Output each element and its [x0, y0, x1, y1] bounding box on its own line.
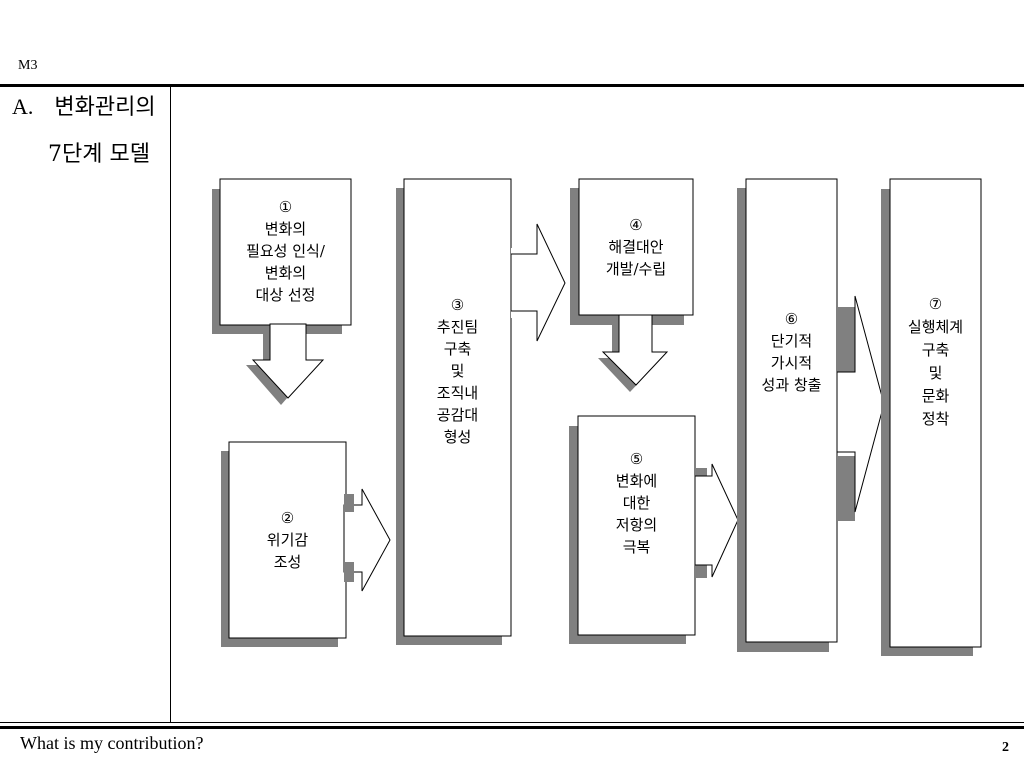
step-4-label: ④ 해결대안 개발/수립 [579, 214, 693, 280]
slide-title-line1: A. 변화관리의 [12, 89, 156, 121]
page-number: 2 [1002, 740, 1009, 755]
step-3-line: 구축 [443, 340, 472, 358]
step-5-line: 대한 [622, 494, 651, 512]
step-1-number: ① [278, 198, 293, 216]
step-3-line: 조직내 [436, 384, 479, 402]
step-1-line: 변화의 [264, 220, 307, 238]
down-arrow-1-to-2 [246, 323, 325, 405]
step-7-line: 및 [928, 364, 943, 382]
step-2-line: 위기감 [266, 531, 309, 549]
step-5-number: ⑤ [629, 450, 644, 468]
step-7-number: ⑦ [928, 295, 943, 313]
down-arrow-4-to-5 [598, 314, 669, 392]
step-1-box [212, 178, 352, 334]
slide-title-line2: 7단계 모델 [48, 142, 150, 167]
step-2-box [221, 441, 347, 647]
step-3-line: 추진팀 [436, 318, 479, 336]
step-3-line: 공감대 [436, 406, 479, 424]
step-4-line: 개발/수립 [605, 260, 667, 278]
left-column-divider [170, 84, 171, 722]
right-arrow-6-to-7 [836, 295, 885, 521]
step-7-label: ⑦ 실행체계 구축 및 문화 정착 [887, 293, 984, 431]
step-7-line: 실행체계 [907, 318, 964, 336]
top-divider [0, 84, 1024, 87]
step-3-line: 형성 [443, 428, 472, 446]
slide-code: M3 [18, 58, 38, 73]
step-2-number: ② [280, 509, 295, 527]
step-3-box [396, 178, 512, 645]
step-1-line: 필요성 인식/ [246, 242, 325, 260]
step-6-number: ⑥ [784, 310, 799, 328]
step-7-line: 정착 [921, 410, 950, 428]
footer-question: What is my contribution? [20, 733, 204, 753]
step-6-label: ⑥ 단기적 가시적 성과 창출 [746, 308, 837, 396]
step-5-label: ⑤ 변화에 대한 저항의 극복 [578, 448, 695, 558]
title-text-1: 변화관리의 [54, 95, 156, 120]
right-arrow-3-to-4 [510, 223, 566, 342]
step-6-box [737, 178, 838, 652]
step-1-line: 변화의 [264, 264, 307, 282]
step-6-line: 가시적 [770, 354, 813, 372]
step-4-number: ④ [629, 216, 643, 234]
step-3-number: ③ [450, 296, 465, 314]
step-5-line: 변화에 [615, 472, 658, 490]
step-5-box [569, 415, 696, 644]
step-6-line: 성과 창출 [761, 376, 822, 394]
step-4-box [570, 178, 694, 325]
step-1-line: 대상 선정 [255, 286, 316, 304]
step-7-line: 문화 [921, 387, 950, 405]
step-2-label: ② 위기감 조성 [229, 507, 346, 573]
step-1-label: ① 변화의 필요성 인식/ 변화의 대상 선정 [220, 196, 351, 306]
step-2-line: 조성 [273, 553, 302, 571]
step-7-box [881, 178, 982, 656]
step-3-line: 및 [450, 362, 465, 380]
step-4-line: 해결대안 [608, 238, 664, 256]
step-5-line: 극복 [622, 538, 651, 556]
bottom-divider-thick [0, 726, 1024, 729]
step-7-line: 구축 [921, 341, 950, 359]
right-arrow-5-to-6 [694, 463, 739, 578]
right-arrow-2-to-3 [343, 488, 391, 592]
bottom-divider-thin [0, 722, 1024, 723]
step-5-line: 저항의 [615, 516, 658, 534]
title-prefix: A. [12, 94, 34, 119]
step-6-line: 단기적 [770, 332, 813, 350]
step-3-label: ③ 추진팀 구축 및 조직내 공감대 형성 [404, 294, 511, 448]
